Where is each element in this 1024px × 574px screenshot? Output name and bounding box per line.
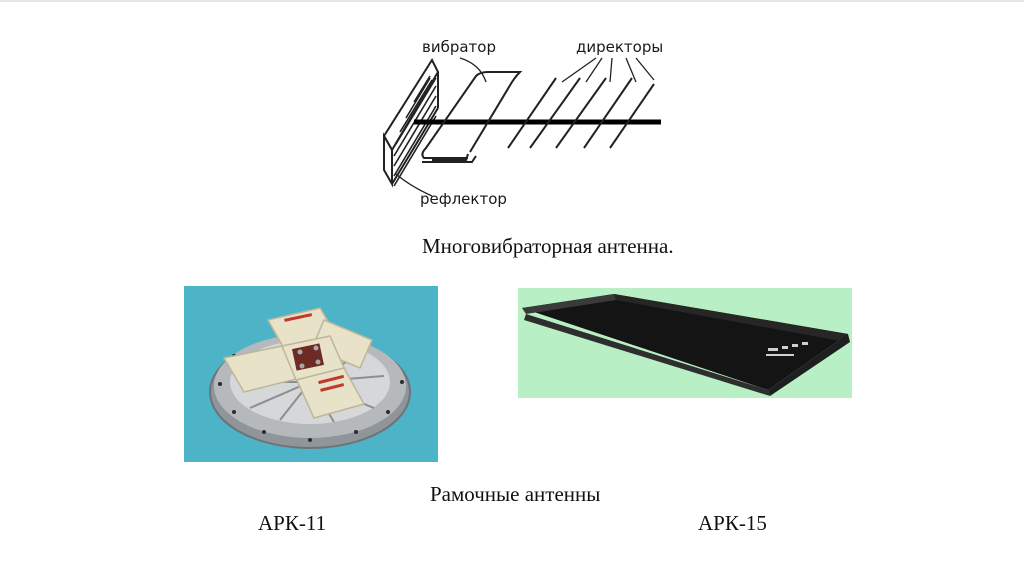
slide-top-border — [0, 0, 1024, 2]
caption-loop-antennas: Рамочные антенны — [430, 484, 600, 505]
ark11-antenna-photo — [184, 286, 438, 462]
caption-ark15: АРК-15 — [698, 513, 767, 534]
ark15-antenna-photo — [518, 288, 852, 398]
caption-multi-vibrator: Многовибраторная антенна. — [422, 236, 674, 257]
caption-ark11: АРК-11 — [258, 513, 326, 534]
label-vibrator: вибратор — [422, 40, 496, 55]
director-elements — [508, 78, 654, 148]
label-directors: директоры — [576, 40, 663, 55]
yagi-antenna-drawing — [380, 36, 686, 212]
label-reflector: рефлектор — [420, 192, 507, 207]
yagi-antenna-diagram: вибратор директоры рефлектор — [380, 36, 686, 212]
